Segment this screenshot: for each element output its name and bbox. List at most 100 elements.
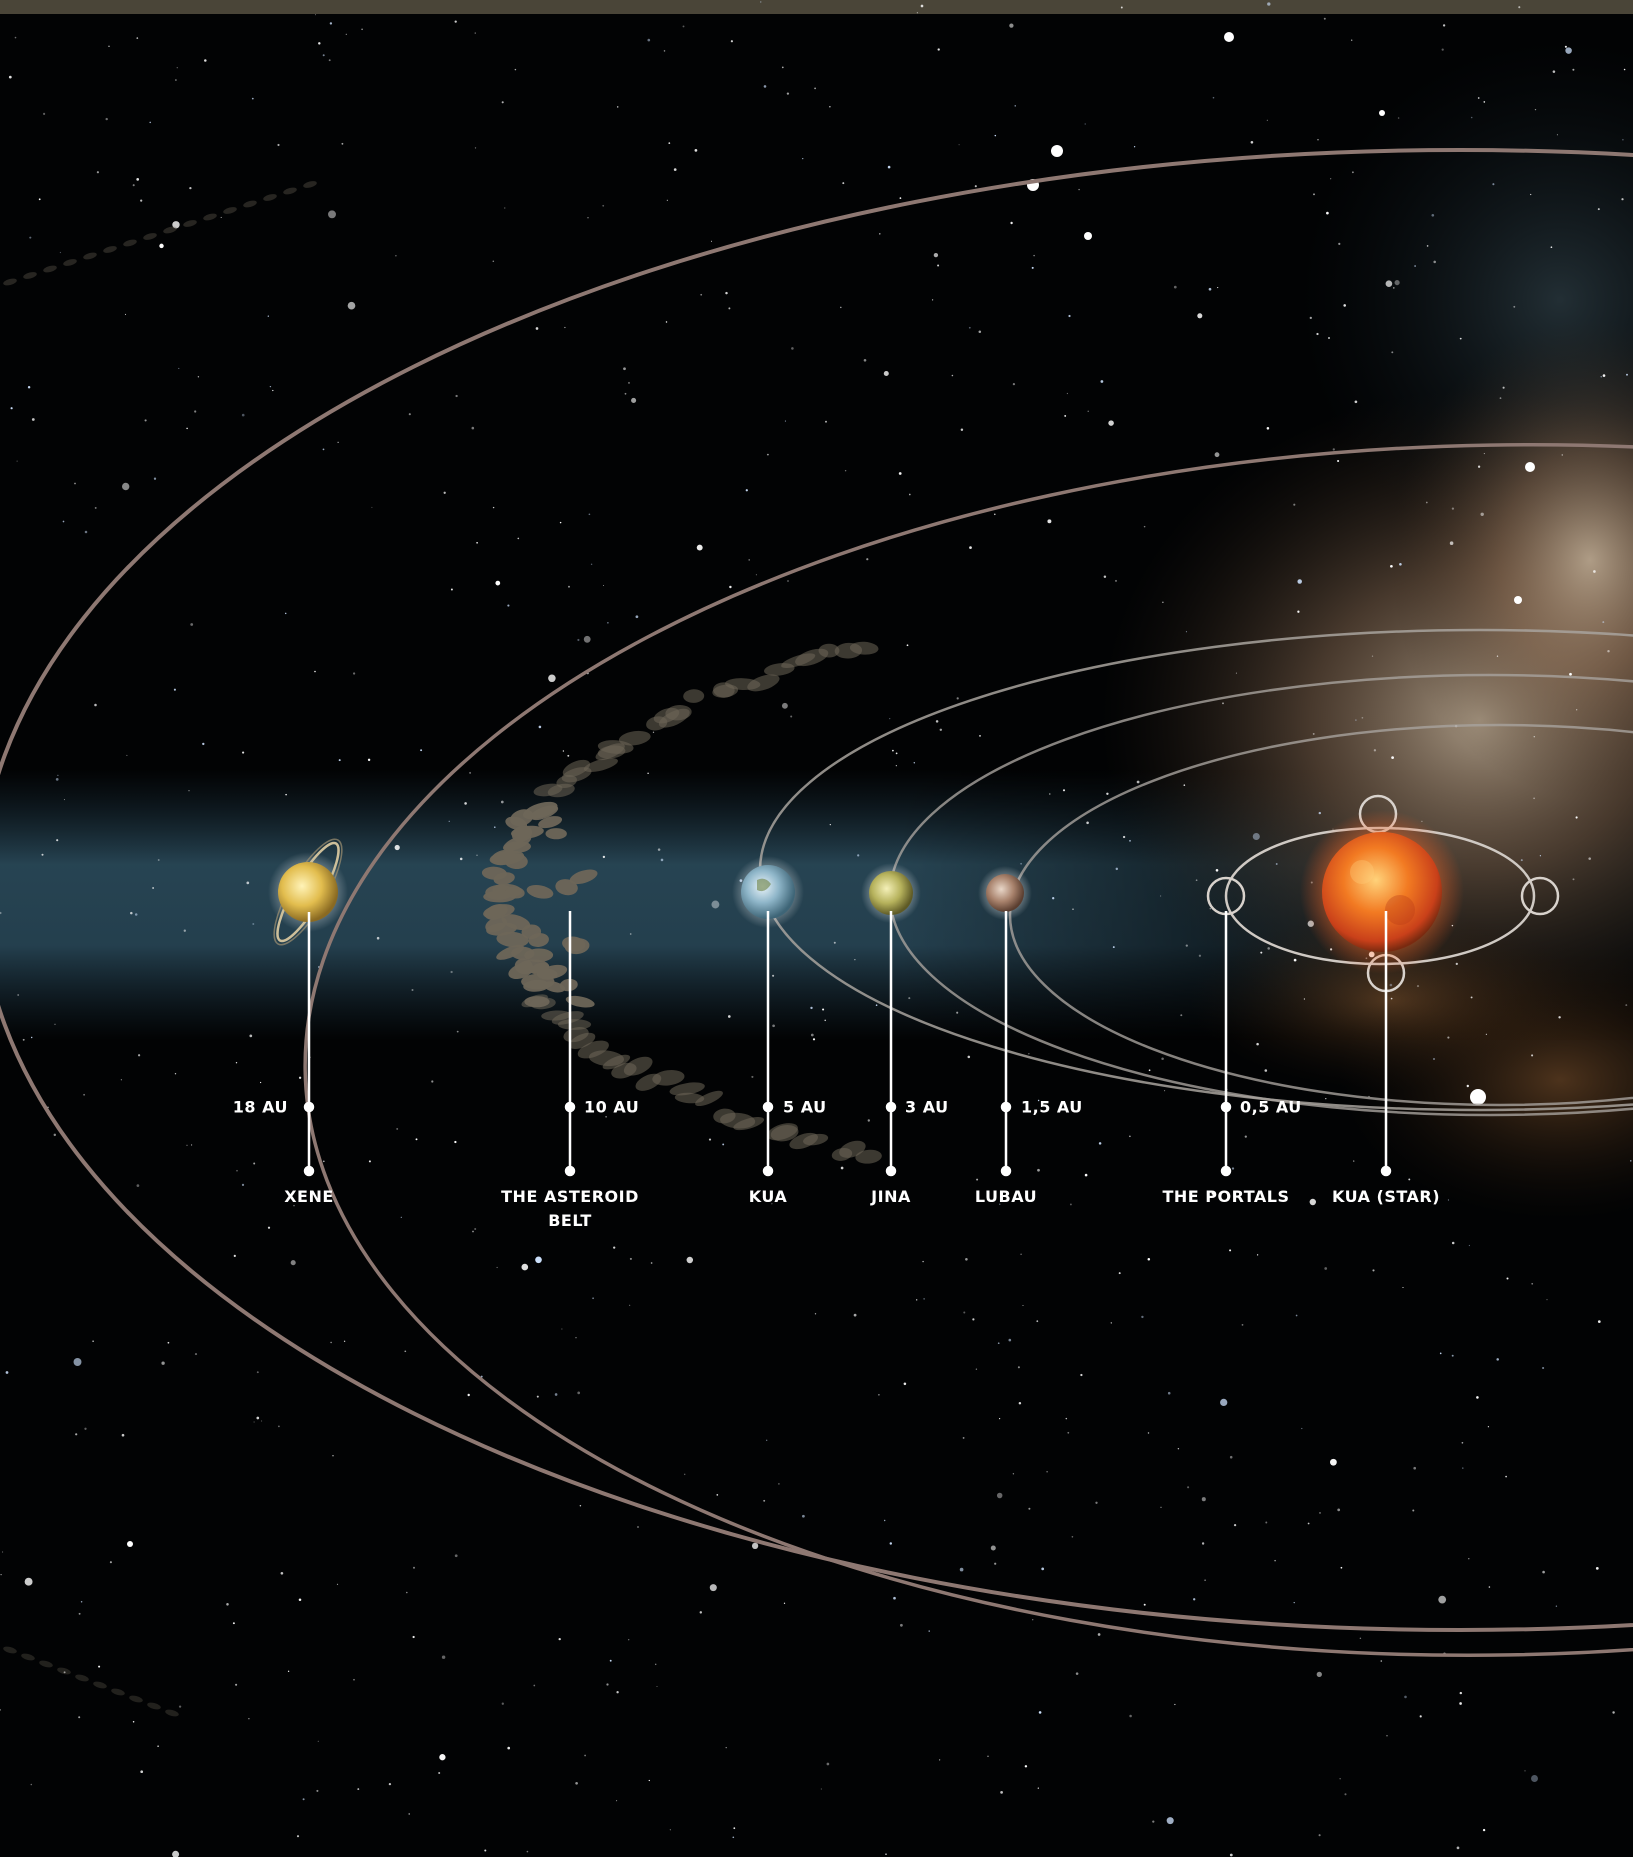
asteroid-rock [504, 853, 528, 870]
bright-star [1470, 1089, 1486, 1105]
background-star [0, 1573, 2, 1576]
background-star [1201, 1542, 1205, 1545]
background-star [1506, 1277, 1509, 1280]
background-star [1293, 1602, 1295, 1604]
asteroid-rock [533, 783, 563, 797]
background-star [708, 1138, 712, 1141]
background-star [1477, 97, 1480, 99]
background-star [1033, 254, 1035, 257]
background-star [259, 1081, 262, 1084]
background-star [1380, 1660, 1383, 1662]
asteroid-rock [524, 996, 550, 1008]
asteroid-rock [568, 1032, 596, 1050]
background-star [1160, 895, 1162, 897]
background-star [454, 20, 457, 23]
background-star [1217, 287, 1219, 289]
background-star [450, 588, 453, 591]
background-star [1086, 821, 1089, 825]
background-star [1078, 188, 1080, 191]
asteroid-rock [595, 743, 625, 761]
background-star [27, 385, 31, 389]
label-lubau: LUBAU [974, 1187, 1038, 1206]
background-star [302, 1798, 305, 1801]
asteroid-rock [669, 1082, 705, 1096]
background-star [1197, 313, 1203, 319]
background-star [1122, 835, 1126, 839]
background-star [1071, 1535, 1074, 1538]
background-star [277, 143, 280, 147]
asteroid-rock [3, 1646, 17, 1654]
background-star [965, 1258, 968, 1261]
background-star [771, 1203, 773, 1205]
background-star [1028, 1053, 1030, 1055]
background-star [328, 210, 336, 219]
background-star [1052, 897, 1055, 900]
background-star [136, 37, 139, 39]
asteroid-rock [263, 194, 277, 201]
background-star [1235, 672, 1237, 674]
asteroid-rock [528, 933, 549, 947]
background-star [1353, 1160, 1355, 1162]
background-star [1531, 1775, 1538, 1782]
background-star [1198, 954, 1202, 957]
background-star [1354, 400, 1358, 404]
background-star [590, 563, 593, 565]
background-star [1451, 507, 1455, 510]
background-star [507, 1746, 511, 1750]
bright-star [1224, 32, 1234, 42]
asteroid-rock [695, 1090, 723, 1107]
background-star [1009, 23, 1014, 28]
background-star [59, 251, 62, 254]
asteroid-rock [538, 816, 563, 829]
background-star [134, 913, 138, 916]
asteroid-rock [103, 246, 117, 253]
background-star [605, 1115, 607, 1118]
background-star [577, 1391, 581, 1395]
background-star [587, 217, 589, 219]
asteroid-rock [129, 1695, 143, 1703]
background-star [730, 40, 734, 43]
background-star [253, 1162, 256, 1165]
background-star [840, 306, 842, 309]
background-star [83, 1093, 86, 1096]
background-star [1426, 245, 1429, 247]
background-star [1220, 1398, 1228, 1407]
background-star [501, 101, 504, 104]
background-star [562, 750, 565, 752]
background-star [790, 715, 793, 718]
asteroid-rock [583, 758, 618, 772]
background-star [420, 749, 423, 752]
background-star [624, 392, 627, 395]
background-star [124, 313, 127, 315]
background-star [1432, 1057, 1436, 1061]
background-star [1173, 285, 1177, 289]
background-star [153, 477, 157, 480]
background-star [787, 580, 789, 582]
background-star [1518, 6, 1521, 9]
background-star [186, 1144, 188, 1146]
background-star [84, 1427, 87, 1430]
background-star [979, 735, 981, 737]
background-star [657, 848, 661, 851]
background-star [1252, 832, 1260, 841]
background-star [341, 142, 344, 145]
label-kua-star: KUA (STAR) [1331, 1187, 1441, 1206]
background-star [575, 1337, 577, 1339]
background-star [256, 1416, 260, 1420]
background-star [616, 106, 619, 108]
background-star [53, 1133, 57, 1137]
jina-planet-icon [861, 863, 921, 923]
asteroid-rock [493, 872, 515, 885]
background-star [246, 881, 250, 885]
background-star [916, 1299, 918, 1301]
background-star [190, 623, 194, 626]
background-star [1129, 1714, 1132, 1718]
asteroid-rock [803, 1133, 829, 1146]
asteroid-rock [551, 1011, 584, 1025]
background-star [500, 800, 504, 804]
background-star [411, 988, 414, 992]
background-star [548, 674, 556, 683]
background-star [716, 1494, 719, 1496]
background-star [137, 1054, 141, 1057]
bright-star [1051, 145, 1063, 157]
